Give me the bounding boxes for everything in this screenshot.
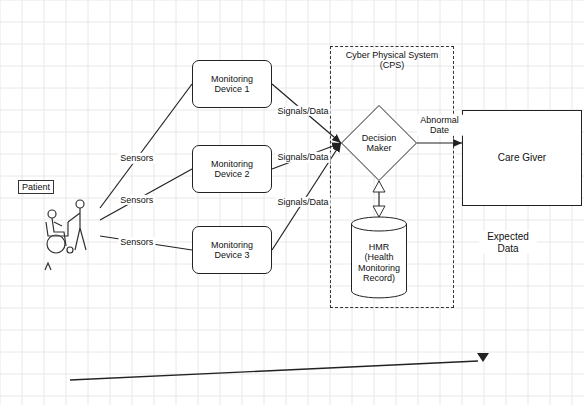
diamond-path bbox=[342, 106, 417, 181]
patient-body bbox=[52, 218, 66, 246]
edge-label-anchor: Sensors bbox=[118, 194, 155, 204]
grid-line bbox=[0, 264, 584, 265]
grid-line bbox=[0, 308, 584, 309]
note-label: Expected Data bbox=[479, 231, 537, 254]
node-label: Cyber Physical System (CPS) bbox=[334, 50, 450, 71]
grid-line bbox=[0, 0, 584, 1]
grid-line bbox=[352, 0, 353, 405]
device-box: Monitoring Device 1 bbox=[192, 60, 272, 108]
grid-line bbox=[0, 286, 584, 287]
connector bbox=[100, 84, 192, 208]
edge-label: Signals/Data bbox=[276, 152, 331, 162]
edge-label-anchor: Signals/Data bbox=[276, 105, 331, 115]
timeline-line bbox=[70, 361, 478, 380]
decision-diamond: Decision Maker bbox=[341, 105, 417, 181]
node-label: Monitoring Device 3 bbox=[197, 240, 267, 261]
grid-line bbox=[0, 88, 584, 89]
grid-line bbox=[440, 0, 441, 405]
edge-label: Signals/Data bbox=[276, 197, 331, 207]
grid-line bbox=[0, 374, 584, 375]
caregiver-body bbox=[68, 208, 86, 250]
grid-line bbox=[0, 0, 1, 405]
grid-line bbox=[0, 396, 584, 397]
cylinder-body bbox=[352, 217, 407, 298]
edge-label-anchor: Sensors bbox=[118, 236, 155, 246]
edge-label: Signals/Data bbox=[276, 105, 331, 115]
system-boundary: Cyber Physical System (CPS) Decision Make… bbox=[330, 46, 454, 308]
timeline-arrow bbox=[70, 353, 489, 380]
patient-illustration bbox=[45, 200, 86, 270]
edge-label-anchor: Abnormal Date bbox=[417, 115, 463, 136]
edge-label-anchor: Signals/Data bbox=[276, 152, 331, 162]
edge-label-anchor: Sensors bbox=[118, 153, 155, 163]
grid-line bbox=[374, 0, 375, 405]
wheelchair-wheel bbox=[47, 235, 65, 253]
connector bbox=[417, 142, 462, 143]
wheelchair-small-wheel bbox=[67, 247, 73, 253]
connector bbox=[100, 236, 192, 250]
grid-line bbox=[418, 0, 419, 405]
caregiver-head bbox=[76, 200, 84, 208]
caregiver-box: Care Giver bbox=[462, 110, 582, 206]
grid-line bbox=[0, 352, 584, 353]
edge-label-anchor: Signals/Data bbox=[276, 197, 331, 207]
edge-label: Sensors bbox=[118, 194, 155, 204]
grid-line bbox=[88, 0, 89, 405]
grid-line bbox=[66, 0, 67, 405]
timeline-head bbox=[477, 353, 489, 362]
node-label: Monitoring Device 1 bbox=[197, 74, 267, 95]
edge-label: Abnormal Date bbox=[417, 115, 463, 136]
node-label: HMR (Health Monitoring Record) bbox=[355, 232, 403, 283]
grid-line bbox=[0, 22, 584, 23]
caret-mark bbox=[45, 263, 51, 270]
database-cylinder: HMR (Health Monitoring Record) bbox=[351, 217, 407, 298]
grid-line bbox=[0, 66, 584, 67]
connector bbox=[378, 181, 379, 217]
grid-line bbox=[110, 0, 111, 405]
grid-line bbox=[176, 0, 177, 405]
grid-line bbox=[22, 0, 23, 405]
wheelchair-frame bbox=[46, 222, 68, 236]
grid-line bbox=[0, 44, 584, 45]
cylinder-rim bbox=[352, 224, 407, 231]
patient-box: Patient bbox=[18, 180, 100, 260]
edge-label: Sensors bbox=[118, 236, 155, 246]
node-label: Monitoring Device 2 bbox=[197, 159, 267, 180]
grid-line bbox=[0, 330, 584, 331]
node-label: Care Giver bbox=[498, 152, 546, 164]
note-anchor: Expected Data bbox=[479, 231, 537, 254]
node-label: Patient bbox=[18, 180, 54, 194]
grid-line bbox=[44, 0, 45, 405]
device-box: Monitoring Device 3 bbox=[192, 226, 272, 274]
device-box: Monitoring Device 2 bbox=[192, 145, 272, 193]
node-label: Decision Maker bbox=[356, 133, 402, 154]
connector bbox=[100, 169, 192, 220]
edge-label: Sensors bbox=[118, 153, 155, 163]
patient-head bbox=[48, 210, 56, 218]
